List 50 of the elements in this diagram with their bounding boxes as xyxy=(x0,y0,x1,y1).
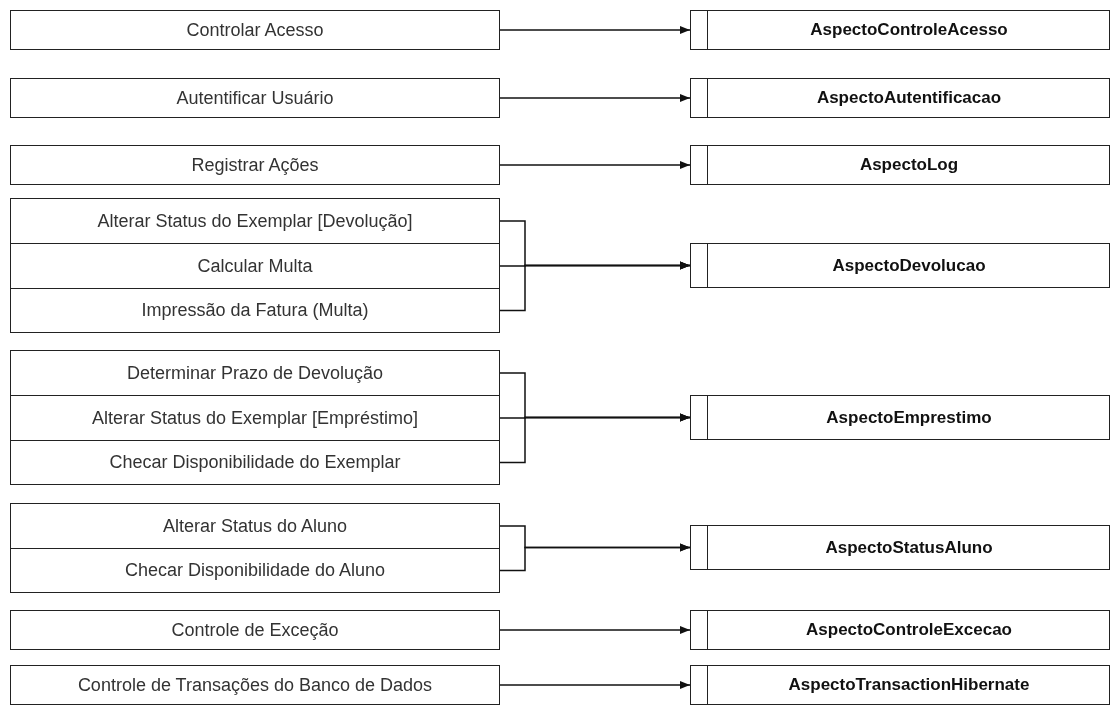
process-box xyxy=(10,10,500,50)
process-box xyxy=(10,145,500,185)
box-label: AspectoStatusAluno xyxy=(825,537,993,558)
arrow xyxy=(499,261,691,312)
box-label: AspectoEmprestimo xyxy=(826,407,992,428)
box-label: AspectoTransactionHibernate xyxy=(788,675,1030,695)
box-label: AspectoLog xyxy=(859,155,959,175)
arrow xyxy=(499,161,691,169)
aspect-box xyxy=(690,395,1110,440)
arrow xyxy=(499,94,691,102)
box-label: Controlar Acesso xyxy=(186,19,324,41)
box-label: Controle de Transações do Banco de Dados xyxy=(77,674,433,696)
aspect-box xyxy=(690,243,1110,288)
box-label: Alterar Status do Exemplar [Devolução] xyxy=(97,210,413,232)
process-box xyxy=(10,243,500,289)
box-label: AspectoDevolucao xyxy=(832,255,986,276)
box-label: Autentificar Usuário xyxy=(176,87,334,109)
box-label: AspectoAutentificacao xyxy=(816,88,1002,108)
arrow xyxy=(499,26,691,34)
process-box xyxy=(10,548,500,593)
process-box xyxy=(10,288,500,333)
box-label: Controle de Exceção xyxy=(171,619,339,641)
box-label: Determinar Prazo de Devolução xyxy=(126,362,384,384)
box-label: Alterar Status do Exemplar [Empréstimo] xyxy=(91,407,419,429)
arrow xyxy=(499,413,691,464)
arrow xyxy=(499,626,691,634)
box-label: Registrar Ações xyxy=(191,154,319,176)
process-box xyxy=(10,665,500,705)
process-box xyxy=(10,610,500,650)
box-label: AspectoControleAcesso xyxy=(810,20,1008,40)
box-label: Checar Disponibilidade do Exemplar xyxy=(109,452,401,473)
arrow xyxy=(499,543,691,572)
process-box xyxy=(10,350,500,396)
aspect-box xyxy=(690,145,1110,185)
aspect-box xyxy=(690,525,1110,570)
box-label: Calcular Multa xyxy=(197,255,313,277)
aspect-box xyxy=(690,665,1110,705)
aspect-box xyxy=(690,10,1110,50)
box-label: Impressão da Fatura (Multa) xyxy=(141,300,369,321)
box-label: AspectoControleExcecao xyxy=(806,620,1012,640)
process-box xyxy=(10,395,500,441)
process-box xyxy=(10,440,500,485)
process-box xyxy=(10,198,500,244)
box-label: Checar Disponibilidade do Aluno xyxy=(124,560,386,581)
aspect-box xyxy=(690,78,1110,118)
arrow xyxy=(499,681,691,689)
box-label: Alterar Status do Aluno xyxy=(162,515,348,537)
process-box xyxy=(10,503,500,549)
process-box xyxy=(10,78,500,118)
aspect-box xyxy=(690,610,1110,650)
